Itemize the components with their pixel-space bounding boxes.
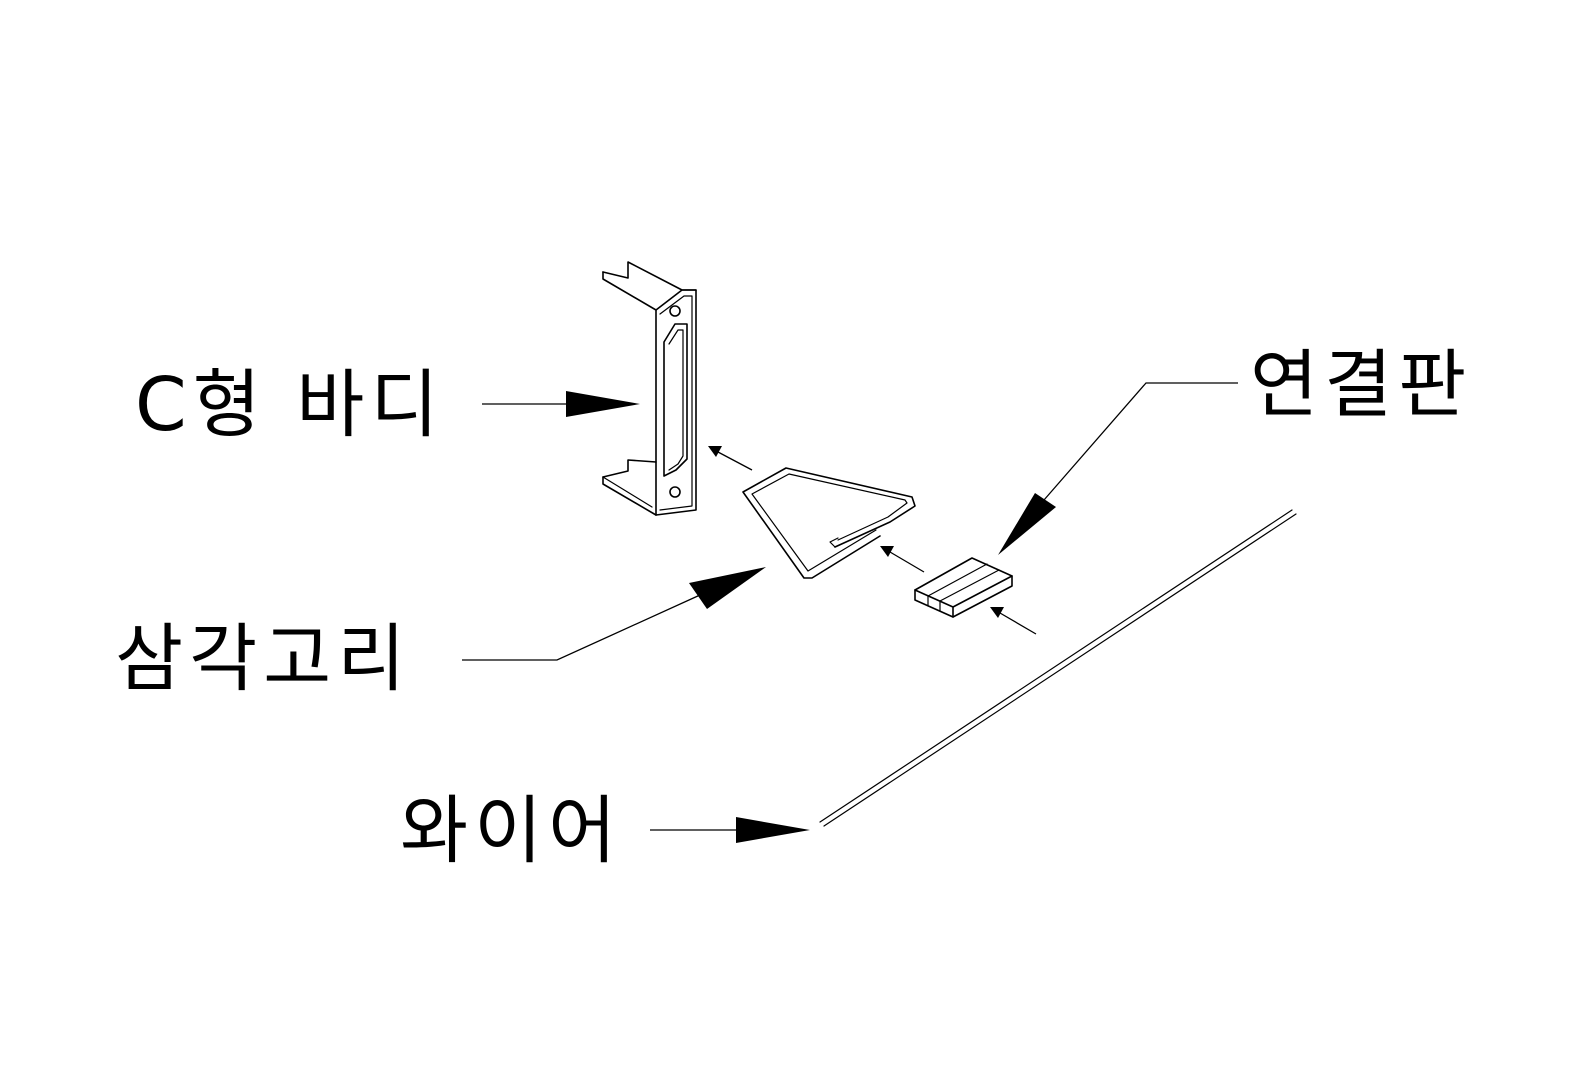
label-triangle-ring: 삼각고리 xyxy=(115,616,412,702)
wire-part xyxy=(819,509,1297,827)
triangle-ring-part xyxy=(742,467,916,579)
assembly-arrows xyxy=(708,446,1037,635)
c-body-part xyxy=(602,261,697,516)
callout-leaders xyxy=(462,382,1238,843)
label-connector-plate: 연결판 xyxy=(1250,342,1473,428)
label-wire: 와이어 xyxy=(400,788,623,874)
connector-plate-part xyxy=(914,557,1013,618)
label-c-body: C형 바디 xyxy=(135,362,445,448)
